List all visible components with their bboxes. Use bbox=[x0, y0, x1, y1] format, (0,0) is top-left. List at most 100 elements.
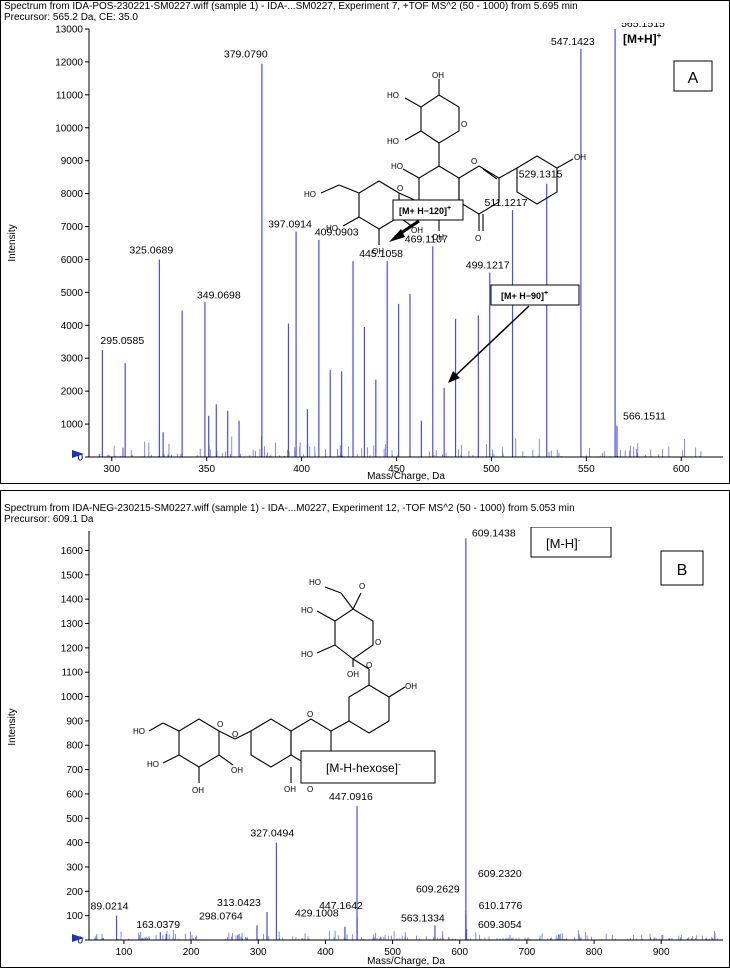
ring-oxygen-label: O bbox=[217, 720, 223, 729]
y-axis-label: Intensity bbox=[7, 708, 18, 745]
oh-label: OH bbox=[192, 786, 204, 795]
peak-label: 609.2629 bbox=[416, 883, 460, 895]
x-axis-label: Mass/Charge, Da bbox=[367, 471, 445, 482]
carbonyl-oxygen-label: O bbox=[307, 785, 313, 794]
y-tick-label: 1600 bbox=[61, 546, 84, 557]
ion-annotation-hexose: [M-H-hexose]- bbox=[326, 760, 401, 775]
y-tick-label: 0 bbox=[77, 936, 83, 947]
y-tick-label: 4000 bbox=[61, 321, 84, 332]
y-tick-label: 1000 bbox=[61, 692, 84, 703]
x-tick-label: 300 bbox=[250, 947, 267, 958]
ring-oxygen-label: O bbox=[359, 582, 365, 591]
peak-label: 511.1217 bbox=[485, 197, 528, 209]
y-tick-label: 2000 bbox=[61, 387, 84, 398]
oh-label: HO bbox=[304, 190, 316, 199]
panel-letter-box bbox=[673, 60, 713, 92]
oh-label: OH bbox=[372, 247, 384, 256]
x-tick-label: 500 bbox=[384, 947, 401, 958]
peak-label: 447.0916 bbox=[329, 791, 373, 803]
spectrum-panel-b: Spectrum from IDA-NEG-230215-SM0227.wiff… bbox=[0, 490, 730, 968]
ion-annotation-hexose-box bbox=[300, 750, 436, 784]
y-tick-label: 900 bbox=[66, 716, 83, 727]
panel-a-header-line2: Precursor: 565.2 Da, CE: 35.0 bbox=[4, 12, 138, 23]
peak-label: 295.0585 bbox=[100, 335, 144, 347]
y-axis-label: Intensity bbox=[7, 224, 18, 261]
x-tick-label: 700 bbox=[519, 947, 536, 958]
y-tick-label: 400 bbox=[66, 838, 83, 849]
ring-oxygen-label: O bbox=[461, 120, 467, 129]
peak-label: 325.0689 bbox=[129, 244, 173, 256]
panel-letter-box bbox=[660, 550, 704, 586]
y-tick-label: 3000 bbox=[61, 354, 84, 365]
arrow-loss90-head bbox=[448, 371, 460, 383]
x-tick-label: 200 bbox=[183, 947, 200, 958]
oh-label: OH bbox=[432, 71, 444, 80]
x-tick-label: 100 bbox=[116, 947, 133, 958]
arrow-loss120-head bbox=[389, 229, 405, 242]
peak-label: 379.0790 bbox=[224, 49, 268, 61]
oh-label: OH bbox=[574, 153, 586, 162]
peak-label: 609.1438 bbox=[472, 527, 516, 539]
peak-label: 609.2320 bbox=[478, 868, 522, 880]
oh-label: OH bbox=[432, 233, 444, 242]
ion-annotation-main: [M+H]+ bbox=[623, 31, 662, 46]
y-tick-label: 700 bbox=[66, 765, 83, 776]
oh-label: HO bbox=[391, 162, 403, 171]
y-tick-label: 500 bbox=[66, 814, 83, 825]
y-tick-label: 0 bbox=[77, 453, 83, 464]
y-tick-label: 1100 bbox=[61, 668, 83, 679]
spectrum-panel-a: Spectrum from IDA-POS-230221-SM0227.wiff… bbox=[0, 0, 730, 484]
peak-label: 298.0764 bbox=[199, 910, 243, 922]
oh-label: OH bbox=[411, 226, 423, 235]
ion-annotation-loss90: [M+ H−90]+ bbox=[501, 290, 548, 301]
peak-label: 447.1642 bbox=[319, 900, 363, 912]
y-tick-label: 13000 bbox=[55, 25, 83, 36]
ion-annotation-main-box bbox=[530, 527, 612, 558]
oh-label: OH bbox=[405, 682, 417, 691]
x-tick-label: 900 bbox=[653, 947, 670, 958]
oh-label: HO bbox=[301, 650, 313, 659]
panel-letter: B bbox=[677, 562, 688, 579]
ion-annotation-loss90-box bbox=[490, 284, 580, 306]
peak-label: 349.0698 bbox=[197, 289, 241, 301]
spectrum-chart-b: 89.0214163.0379298.0764313.0423327.04944… bbox=[7, 527, 723, 967]
peak-label: 529.1315 bbox=[519, 169, 563, 181]
y-tick-label: 1200 bbox=[61, 643, 84, 654]
peak-label: 566.1511 bbox=[623, 411, 666, 423]
peak-label: 163.0379 bbox=[136, 919, 180, 931]
peak-label: 313.0423 bbox=[217, 897, 261, 909]
y-tick-label: 1400 bbox=[61, 595, 84, 606]
oh-label: HO bbox=[301, 606, 313, 615]
panel-b-header-line1: Spectrum from IDA-NEG-230215-SM0227.wiff… bbox=[4, 503, 575, 514]
panel-letter: A bbox=[688, 70, 699, 87]
x-tick-label: 600 bbox=[451, 947, 468, 958]
arrow-loss90 bbox=[453, 305, 530, 378]
y-tick-label: 11000 bbox=[56, 90, 84, 101]
chemical-structure-b bbox=[148, 586, 406, 783]
peak-label: 609.3054 bbox=[478, 919, 522, 931]
oh-label: HO bbox=[387, 137, 399, 146]
y-tick-label: 7000 bbox=[61, 222, 84, 233]
oh-label: OH bbox=[231, 766, 243, 775]
peak-label: 469.1107 bbox=[405, 233, 448, 245]
oh-label: OH bbox=[347, 670, 359, 679]
oh-label: HO bbox=[387, 91, 399, 100]
x-tick-label: 400 bbox=[317, 947, 334, 958]
y-tick-label: 300 bbox=[66, 862, 83, 873]
carbonyl-oxygen-label: O bbox=[475, 234, 481, 243]
oh-label: HO bbox=[326, 224, 338, 233]
x-tick-label: 800 bbox=[586, 947, 603, 958]
y-tick-label: 1300 bbox=[61, 619, 84, 630]
y-tick-label: 600 bbox=[66, 789, 83, 800]
spectrum-chart-a: 295.0585325.0689349.0698379.0790397.0914… bbox=[7, 23, 723, 482]
baseline-marker-icon bbox=[72, 450, 84, 458]
ion-annotation-loss120-box bbox=[392, 199, 464, 221]
peak-label: 565.1515 bbox=[621, 23, 665, 30]
y-tick-label: 10000 bbox=[55, 123, 83, 134]
y-tick-label: 200 bbox=[66, 887, 83, 898]
ring-oxygen-label: O bbox=[307, 710, 313, 719]
y-tick-label: 8000 bbox=[61, 189, 84, 200]
ring-oxygen-label: O bbox=[366, 661, 372, 670]
ring-oxygen-label: O bbox=[471, 157, 477, 166]
ring-oxygen-label: O bbox=[375, 638, 381, 647]
